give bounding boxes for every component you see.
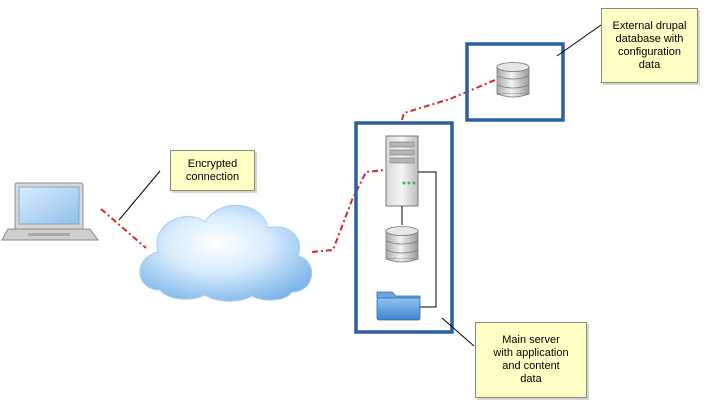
- external-database-box: [465, 42, 565, 122]
- encrypted-connection-note: Encrypted connection: [170, 150, 255, 191]
- main-callout-line: [441, 317, 475, 347]
- external-database-icon: [496, 62, 530, 98]
- encrypted-callout-line: [118, 170, 161, 221]
- note-line: and content: [502, 360, 560, 372]
- database-connection-line: [401, 79, 496, 121]
- server-tower-icon: [385, 135, 419, 207]
- note-line: External drupal: [612, 19, 687, 32]
- external-callout-line: [556, 24, 602, 57]
- main-server-box: [354, 121, 454, 334]
- note-line: configuration: [618, 45, 681, 58]
- external-database-note: External drupal database with configurat…: [601, 8, 698, 83]
- note-line: Encrypted: [187, 157, 238, 170]
- main-server-note: Main server with application and content…: [475, 322, 587, 398]
- note-line: with application: [493, 347, 569, 359]
- internet-connection-line: [311, 169, 386, 253]
- folder-icon: [376, 291, 421, 321]
- server-folder-connector: [418, 171, 437, 308]
- note-line: connection: [185, 170, 240, 183]
- note-line: Main server: [502, 334, 560, 346]
- laptop-icon: [1, 182, 99, 241]
- cloud-icon: [139, 205, 313, 302]
- encrypted-connection-line: [100, 208, 147, 249]
- note-line: data: [638, 58, 661, 71]
- note-line: database with: [615, 32, 684, 45]
- note-line: data: [520, 373, 542, 385]
- database-icon: [385, 226, 419, 263]
